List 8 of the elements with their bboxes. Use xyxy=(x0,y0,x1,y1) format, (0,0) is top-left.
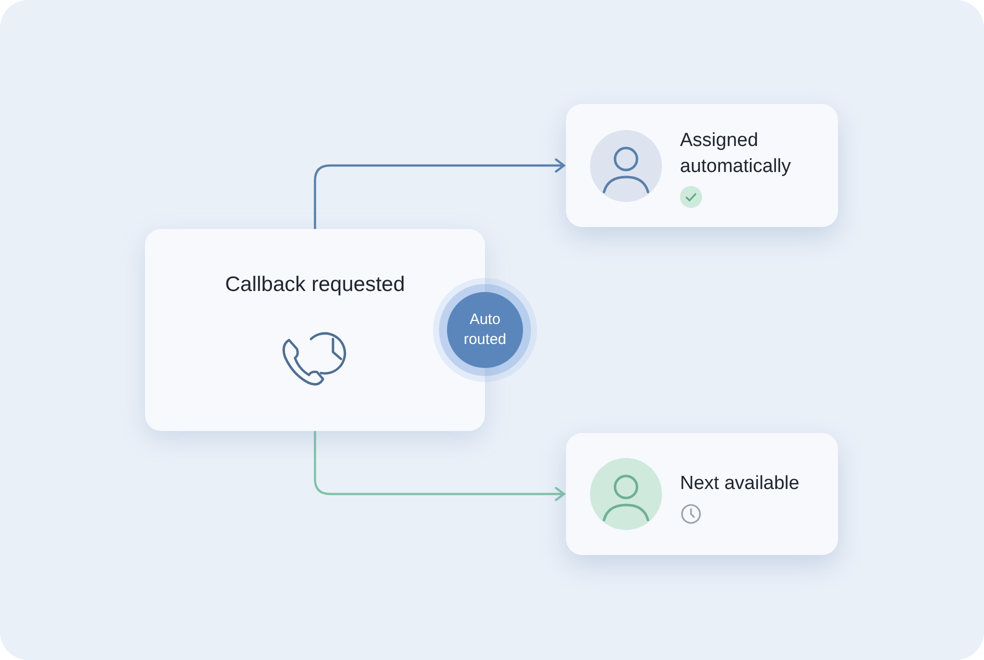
arrow xyxy=(314,158,566,229)
node-title: Next available xyxy=(680,472,800,496)
node-title: Callback requested xyxy=(225,272,405,298)
result-card xyxy=(566,433,838,555)
arrow xyxy=(314,431,566,502)
circle-label: Auto routed xyxy=(462,310,508,350)
result-card xyxy=(566,104,838,227)
node-title: Assigned automatically xyxy=(680,128,792,178)
